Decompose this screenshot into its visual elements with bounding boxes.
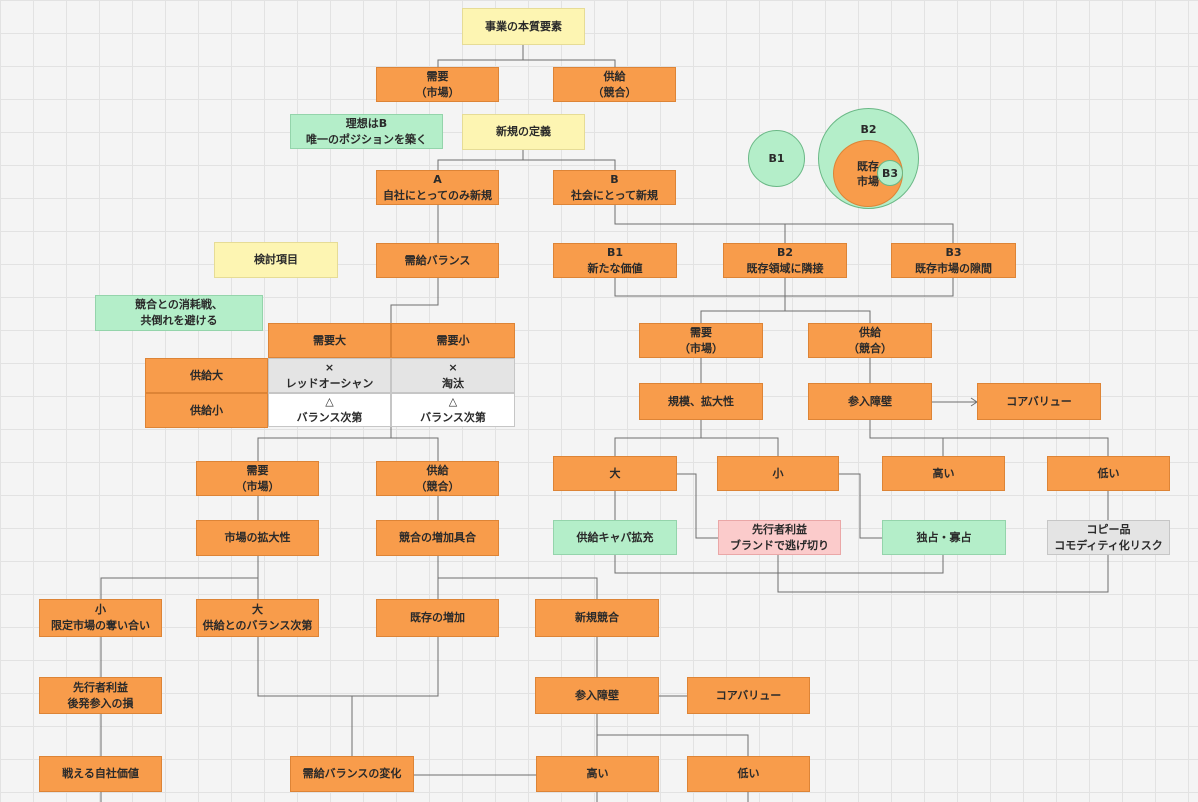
- connector: [391, 437, 439, 461]
- supply-node[interactable]: 供給 （競合）: [553, 67, 676, 102]
- right-demand-node[interactable]: 需要 （市場）: [639, 323, 763, 358]
- connector: [839, 473, 882, 539]
- connector: [257, 637, 439, 697]
- market-expansion-node[interactable]: 市場の拡大性: [196, 520, 319, 556]
- own-value-node[interactable]: 戦える自社価値: [39, 756, 162, 792]
- connector: [100, 556, 259, 599]
- branch-a-node[interactable]: A 自社にとってのみ新規: [376, 170, 499, 205]
- matrix-col-demand-low[interactable]: 需要小: [391, 323, 515, 358]
- monopoly-node[interactable]: 独占・寡占: [882, 520, 1006, 555]
- capacity-expansion-node[interactable]: 供給キャパ拡充: [553, 520, 677, 555]
- connector: [677, 473, 718, 539]
- connector: [614, 555, 944, 574]
- scale-node[interactable]: 規模、拡大性: [639, 383, 763, 420]
- connector: [614, 278, 954, 297]
- right-core-value-node[interactable]: コアバリュー: [977, 383, 1101, 420]
- venn-b1: B1: [748, 130, 805, 187]
- supply-demand-balance-node[interactable]: 需給バランス: [376, 243, 499, 278]
- right-supply-node[interactable]: 供給 （競合）: [808, 323, 932, 358]
- left-core-value-node[interactable]: コアバリュー: [687, 677, 810, 714]
- matrix-row-supply-low[interactable]: 供給小: [145, 393, 268, 428]
- connector: [777, 555, 1109, 593]
- root-node[interactable]: 事業の本質要素: [462, 8, 585, 45]
- connector: [869, 420, 944, 456]
- connector: [785, 223, 954, 243]
- connector: [614, 420, 702, 456]
- left-low-node[interactable]: 低い: [687, 756, 810, 792]
- right-low-node[interactable]: 低い: [1047, 456, 1170, 491]
- left-first-mover-node[interactable]: 先行者利益 後発参入の損: [39, 677, 162, 714]
- existing-increase-node[interactable]: 既存の増加: [376, 599, 499, 637]
- connector: [785, 310, 871, 323]
- venn-b3: B3: [877, 160, 903, 186]
- b2-node[interactable]: B2 既存領域に隣接: [723, 243, 847, 278]
- matrix-cell-balance-1[interactable]: △ バランス次第: [268, 393, 391, 427]
- new-competition-node[interactable]: 新規競合: [535, 599, 659, 637]
- connector: [701, 437, 779, 456]
- b3-node[interactable]: B3 既存市場の隙間: [891, 243, 1016, 278]
- connector: [614, 205, 786, 243]
- left-high-node[interactable]: 高い: [536, 756, 659, 792]
- large-market-node[interactable]: 大 供給とのバランス次第: [196, 599, 319, 637]
- small-market-node[interactable]: 小 限定市場の奪い合い: [39, 599, 162, 637]
- branch-b-node[interactable]: B 社会にとって新規: [553, 170, 676, 205]
- connector: [438, 577, 598, 599]
- connector: [700, 296, 786, 323]
- copy-risk-node[interactable]: コピー品 コモディティ化リスク: [1047, 520, 1170, 555]
- right-first-mover-node[interactable]: 先行者利益 ブランドで逃げ切り: [718, 520, 841, 555]
- new-definition-node[interactable]: 新規の定義: [462, 114, 585, 150]
- right-large-node[interactable]: 大: [553, 456, 677, 491]
- b1-node[interactable]: B1 新たな価値: [553, 243, 677, 278]
- right-small-node[interactable]: 小: [717, 456, 839, 491]
- demand-node[interactable]: 需要 （市場）: [376, 67, 499, 102]
- connector: [257, 427, 392, 461]
- competition-increase-node[interactable]: 競合の増加具合: [376, 520, 499, 556]
- connector: [523, 159, 616, 170]
- matrix-row-supply-high[interactable]: 供給大: [145, 358, 268, 393]
- connector: [437, 45, 524, 67]
- right-high-node[interactable]: 高い: [882, 456, 1005, 491]
- matrix-cell-balance-2[interactable]: △ バランス次第: [391, 393, 515, 427]
- connector: [596, 714, 749, 756]
- connector: [390, 278, 439, 323]
- balance-change-node[interactable]: 需給バランスの変化: [290, 756, 414, 792]
- connector: [437, 150, 524, 170]
- right-entry-barrier-node[interactable]: 参入障壁: [808, 383, 932, 420]
- ideal-note[interactable]: 理想はB 唯一のポジションを築く: [290, 114, 443, 149]
- connector: [523, 59, 616, 67]
- left-entry-barrier-node[interactable]: 参入障壁: [535, 677, 659, 714]
- matrix-col-demand-high[interactable]: 需要大: [268, 323, 391, 358]
- connector: [943, 437, 1109, 456]
- review-items-label[interactable]: 検討項目: [214, 242, 338, 278]
- matrix-cell-red-ocean[interactable]: × レッドオーシャン: [268, 358, 391, 393]
- left-demand-node[interactable]: 需要 （市場）: [196, 461, 319, 496]
- left-supply-node[interactable]: 供給 （競合）: [376, 461, 499, 496]
- matrix-cell-elimination[interactable]: × 淘汰: [391, 358, 515, 393]
- war-note[interactable]: 競合との消耗戦、 共倒れを避ける: [95, 295, 263, 331]
